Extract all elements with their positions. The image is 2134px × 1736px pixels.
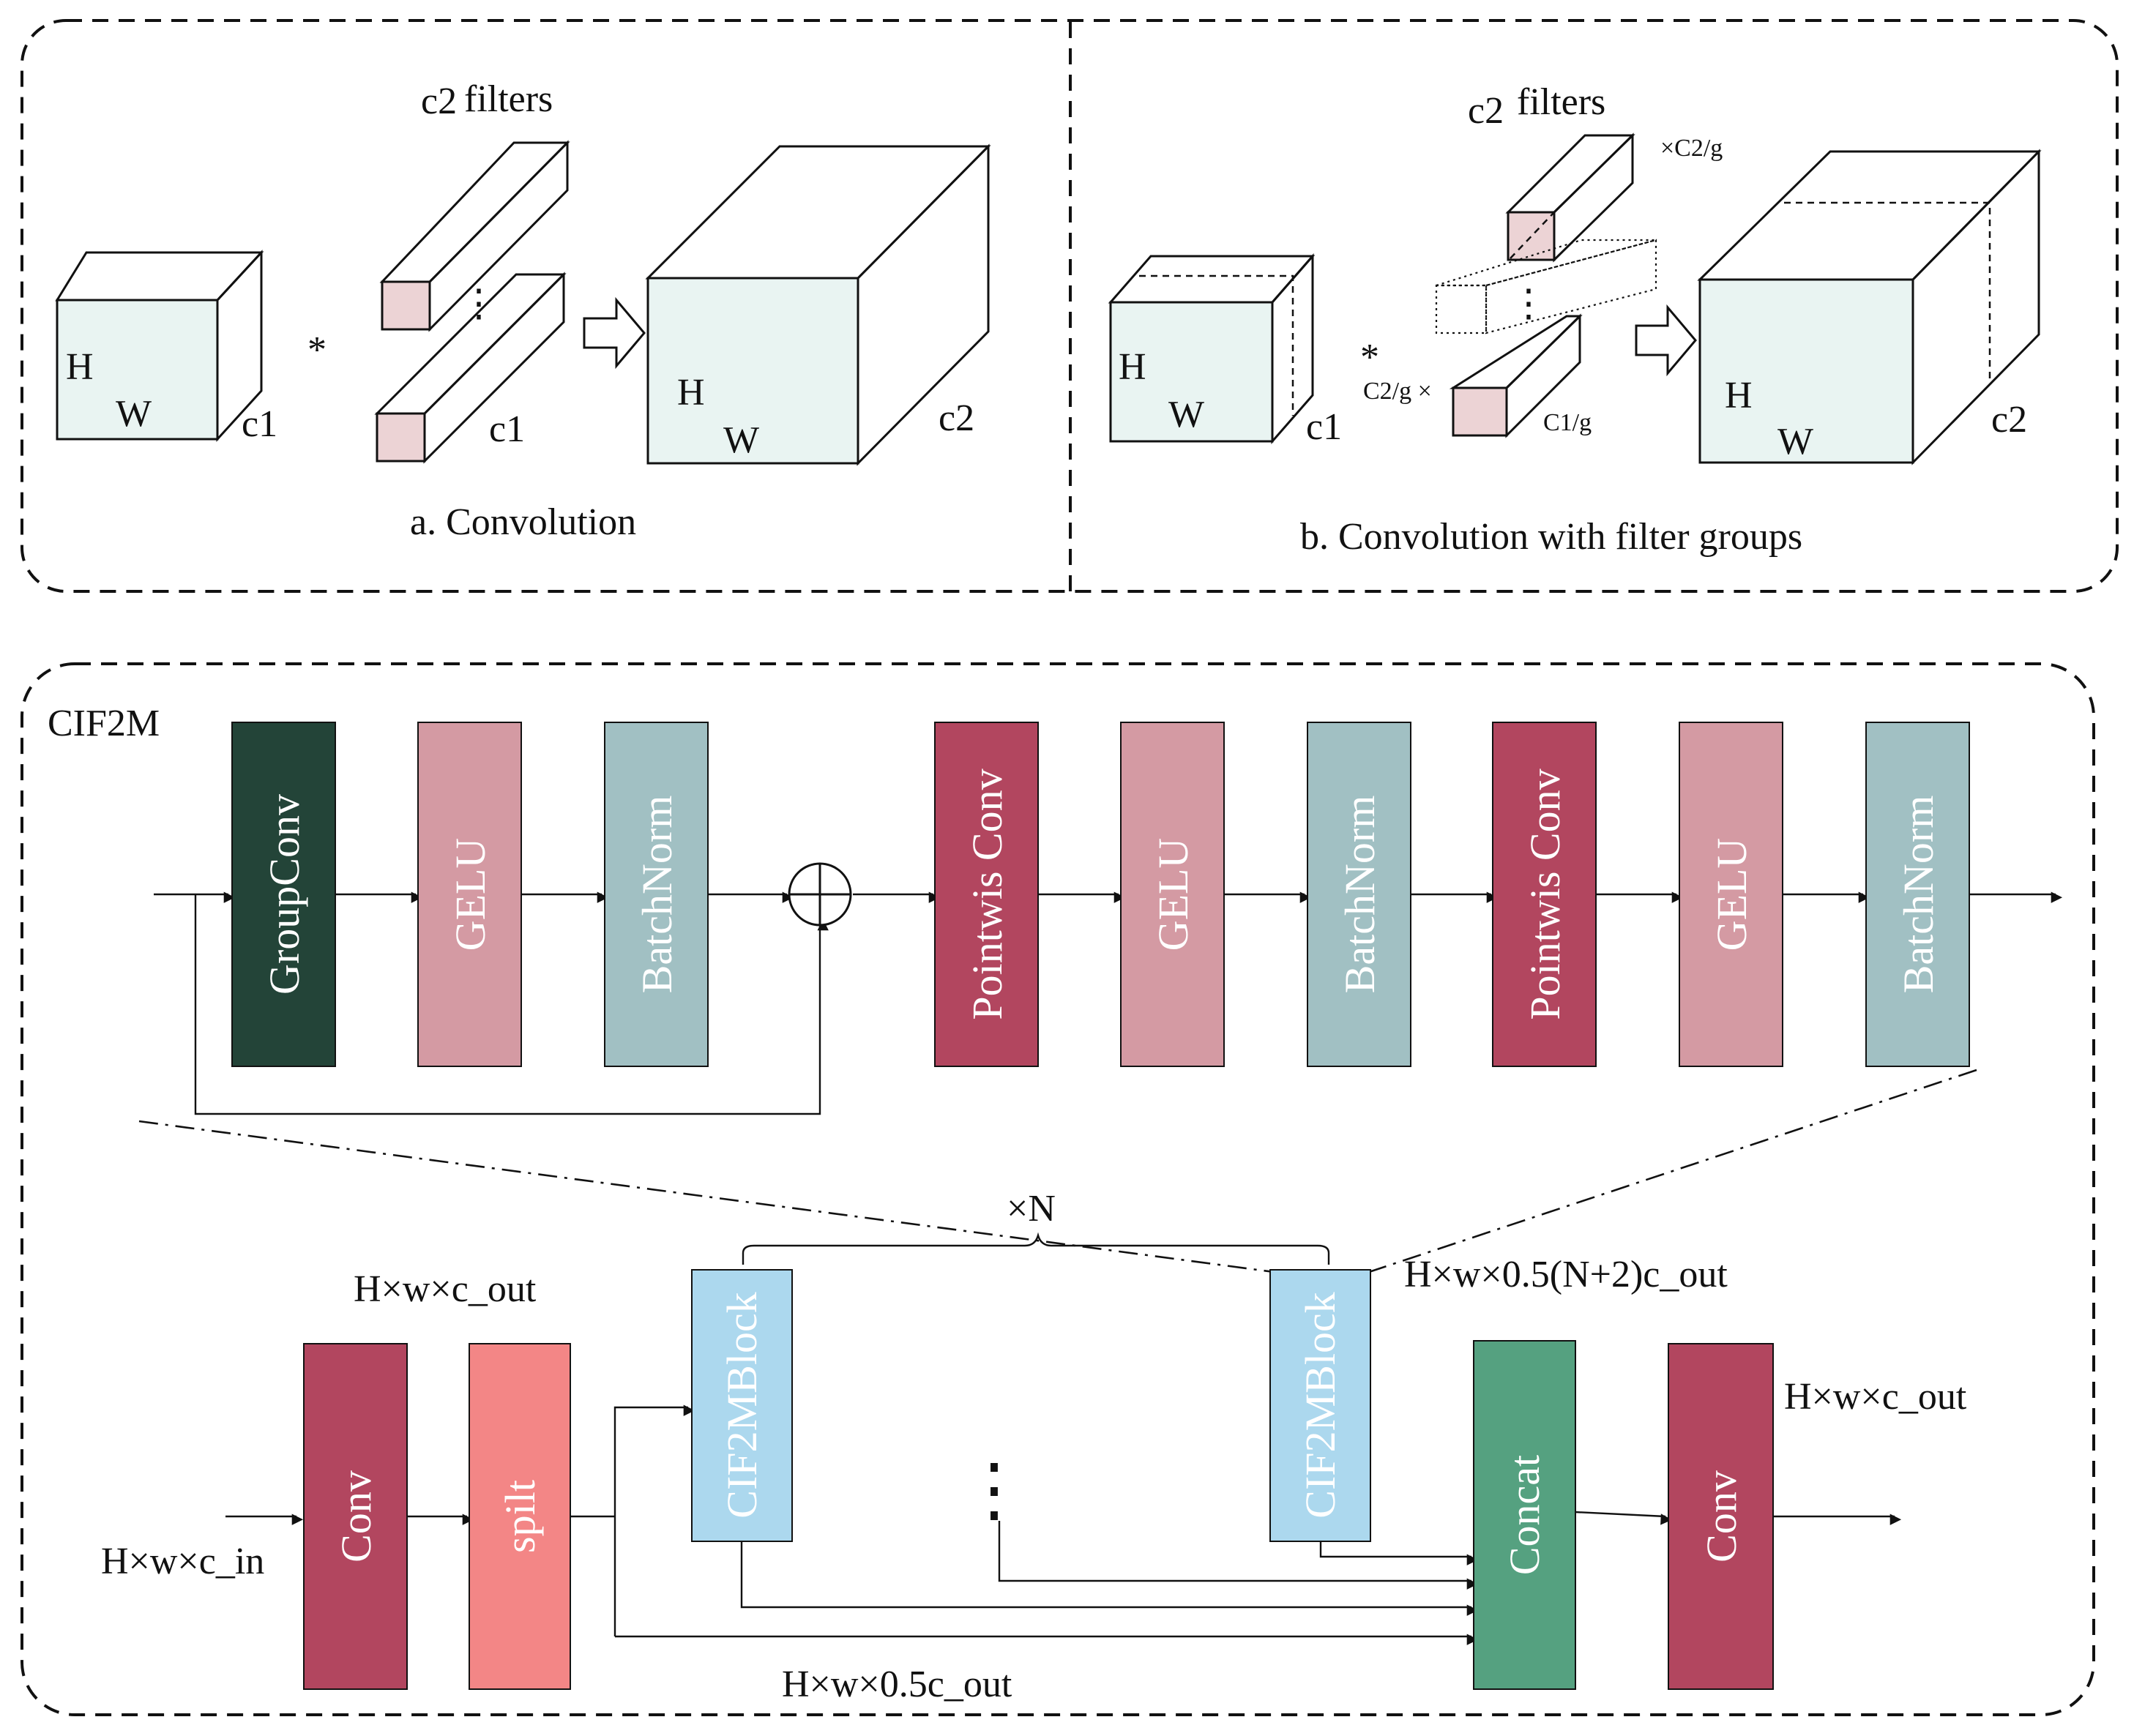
output-c-label: c2 (939, 397, 974, 439)
gelu-block-2: GELU (1120, 722, 1225, 1067)
output-cube-b: H W c2 (1697, 149, 2042, 465)
filter-bottom-b (1449, 313, 1583, 438)
group-count-left: C2/g × (1363, 378, 1432, 405)
group-conv-block: GroupConv (231, 722, 336, 1067)
cif2m-block-first: CIF2MBlock (691, 1269, 793, 1542)
conv-in-block: Conv (303, 1343, 408, 1690)
input-label: H×w×c_in (101, 1541, 264, 1582)
input-c-label-b: c1 (1306, 406, 1342, 448)
gelu-block-1: GELU (417, 722, 522, 1067)
output-cube-a: H W c2 (645, 143, 991, 466)
pointwise-conv-block-1: Pointwis Conv (934, 722, 1039, 1067)
svg-text:Conv: Conv (1698, 1470, 1745, 1563)
gelu-block-3: GELU (1679, 722, 1783, 1067)
result-arrow-a (583, 296, 646, 370)
input-h-label: H (66, 346, 94, 388)
input-w-label-b: W (1168, 394, 1204, 435)
filters-label-b: filters (1517, 81, 1605, 123)
filters-label-a: filters (464, 78, 553, 120)
bottom-frame (20, 662, 2095, 1716)
block-detail-row: GroupConv GELU BatchNorm Pointwis Conv G… (154, 722, 2063, 1115)
group-depth: C1/g (1543, 409, 1592, 436)
batch-norm-block-2: BatchNorm (1307, 722, 1411, 1067)
output-w-label: W (723, 419, 759, 461)
svg-text:CIF2MBlock: CIF2MBlock (718, 1292, 766, 1518)
after-block-label: H×w×0.5(N+2)c_out (1404, 1254, 1728, 1295)
add-node (788, 862, 852, 927)
batch-norm-block-1: BatchNorm (604, 722, 709, 1067)
split-block: spilt (469, 1343, 571, 1690)
svg-text:BatchNorm: BatchNorm (1895, 796, 1942, 994)
filter-bottom-a (374, 272, 567, 464)
concat-block: Concat (1473, 1340, 1576, 1690)
svg-text:GELU: GELU (1708, 838, 1756, 951)
blocks-ellipsis: ⋮ (959, 1451, 1029, 1529)
filters-prefix-b: c2 (1468, 90, 1504, 132)
input-h-label-b: H (1119, 346, 1146, 388)
filter-dotted-b (1435, 239, 1657, 334)
module-wires (225, 1404, 1902, 1645)
panel-a: H W c1 * ⋮ c2 filters c1 H W (55, 78, 991, 543)
output-c-label-b: c2 (1991, 399, 2027, 441)
conv-out-block: Conv (1668, 1343, 1774, 1690)
batch-norm-block-3: BatchNorm (1865, 722, 1970, 1067)
repeat-label: ×N (1007, 1188, 1056, 1230)
svg-text:BatchNorm: BatchNorm (1336, 796, 1384, 994)
output-label: H×w×c_out (1784, 1376, 1967, 1418)
svg-text:BatchNorm: BatchNorm (633, 796, 681, 994)
svg-text:Conv: Conv (332, 1470, 380, 1563)
filter-depth-a: c1 (489, 408, 525, 450)
svg-text:Pointwis Conv: Pointwis Conv (1521, 768, 1569, 1019)
input-cube-b: H W c1 (1108, 253, 1342, 448)
zoom-line-right (1368, 1069, 1977, 1273)
panel-b: H W c1 * ⋮ c2 filters ×C2/g C2/g × C1/ (1108, 81, 2042, 558)
svg-text:GELU: GELU (447, 838, 494, 951)
convolution-operator-b: * (1360, 337, 1379, 378)
pointwise-conv-block-2: Pointwis Conv (1492, 722, 1597, 1067)
input-w-label: W (116, 393, 152, 435)
svg-text:GELU: GELU (1149, 838, 1197, 951)
repeat-brace: ×N (742, 1188, 1330, 1265)
output-w-label-b: W (1777, 421, 1813, 463)
svg-text:GroupConv: GroupConv (261, 794, 308, 995)
convolution-operator: * (307, 329, 327, 371)
cif2m-title: CIF2M (48, 703, 160, 744)
svg-text:spilt: spilt (496, 1480, 544, 1553)
panel-b-caption: b. Convolution with filter groups (1300, 516, 1802, 558)
half-label: H×w×0.5c_out (782, 1664, 1012, 1705)
cif2m-block-last: CIF2MBlock (1269, 1269, 1371, 1542)
svg-text:Pointwis Conv: Pointwis Conv (963, 768, 1011, 1019)
filters-prefix-a: c2 (421, 81, 457, 122)
after-conv-label: H×w×c_out (354, 1268, 537, 1310)
filter-top-a (379, 140, 570, 332)
panel-a-caption: a. Convolution (410, 501, 636, 543)
cube-top (55, 251, 264, 302)
top-frame (20, 19, 2119, 593)
filter-top-b (1505, 132, 1635, 263)
zoom-line-left (138, 1120, 1275, 1273)
filters-ellipsis-b: ⋮ (1510, 283, 1548, 325)
cube-front (56, 299, 219, 441)
group-count-top: ×C2/g (1660, 135, 1723, 162)
svg-text:CIF2MBlock: CIF2MBlock (1297, 1292, 1344, 1518)
input-c-label: c1 (242, 403, 277, 445)
svg-text:Concat: Concat (1501, 1455, 1548, 1575)
filters-ellipsis-a: ⋮ (460, 283, 498, 325)
output-h-label-b: H (1725, 375, 1753, 416)
result-arrow-b (1635, 304, 1697, 377)
output-h-label: H (677, 372, 705, 414)
input-cube-a: H W c1 (55, 250, 277, 445)
